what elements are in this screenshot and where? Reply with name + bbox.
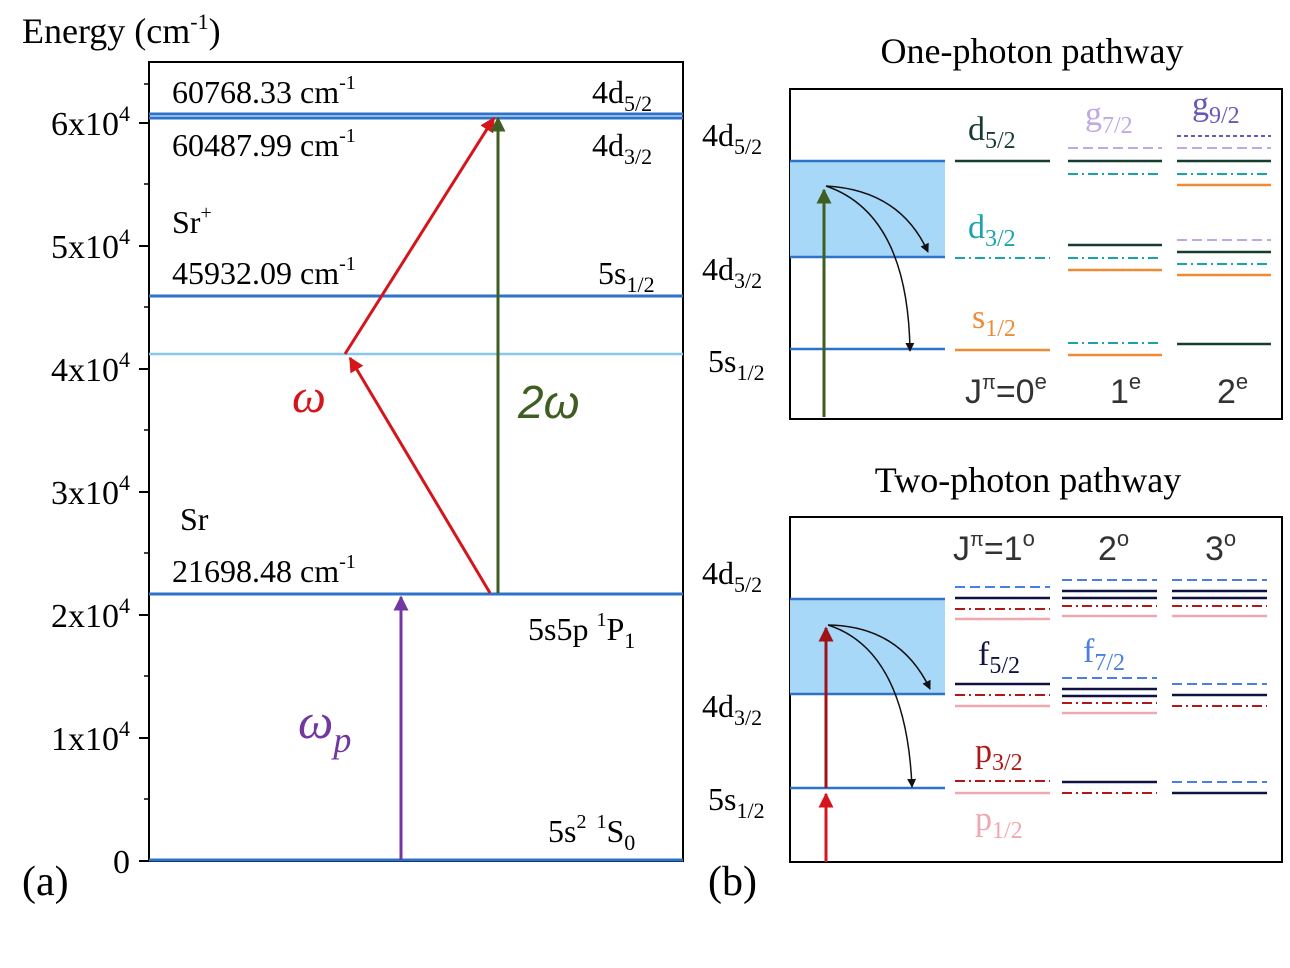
omega-arrow-2: [343, 116, 496, 355]
tick-label-0: 0: [113, 844, 130, 881]
panel-a-label: (a): [22, 859, 69, 905]
one-photon-curve-1: [825, 185, 929, 253]
omega-arrow-1: [348, 356, 492, 594]
two-photon-label-4d32: 4d3/2: [702, 688, 762, 730]
omega-p-label: ωp: [298, 693, 351, 760]
omega-label: ω: [292, 370, 326, 423]
tick-label-5: 5x104: [51, 224, 130, 266]
two-photon-continuum: [790, 599, 945, 694]
two-photon-label-5s: 5s1/2: [708, 781, 765, 823]
label-sr-ion: Sr+: [172, 202, 212, 240]
label-4d32-state: 4d3/2: [592, 127, 652, 169]
axis-title: Energy (cm-1): [22, 9, 221, 51]
panel-a: Energy (cm-1) 0 1x104 2x104 3x104 4x104: [22, 9, 684, 905]
two-label-f52: f5/2: [978, 636, 1020, 679]
one-photon-label-5s: 5s1/2: [708, 343, 765, 385]
label-4d52-state: 4d5/2: [592, 74, 652, 116]
two-photon-curve-2: [827, 624, 917, 788]
label-5s5p-state: 5s5p 1P1: [528, 609, 635, 653]
tick-label-1: 1x104: [51, 716, 130, 758]
one-label-d32: d3/2: [968, 209, 1016, 252]
two-photon-label-4d52: 4d5/2: [702, 555, 762, 597]
tick-label-2: 2x104: [51, 593, 130, 635]
minor-ticks: [144, 83, 149, 800]
label-5s12-state: 5s1/2: [598, 255, 655, 297]
one-label-s12: s1/2: [972, 299, 1016, 342]
two-photon-title: Two-photon pathway: [875, 460, 1181, 500]
one-label-d52: d5/2: [968, 111, 1016, 154]
one-label-g92: g9/2: [1192, 86, 1240, 129]
label-4d32-value: 60487.99 cm-1: [172, 125, 356, 163]
two-label-f72: f7/2: [1083, 633, 1125, 676]
tick-label-4: 4x104: [51, 347, 130, 389]
one-photon-curve-2: [825, 185, 915, 352]
label-5s5p-value: 21698.48 cm-1: [172, 551, 356, 589]
one-photon-box: One-photon pathway 4d5/2 4d3/2 5s1/2: [702, 31, 1283, 420]
one-label-j2: 2e: [1217, 369, 1248, 411]
one-photon-label-4d32: 4d3/2: [702, 251, 762, 293]
one-photon-continuum: [790, 161, 945, 257]
one-label-g72: g7/2: [1085, 96, 1133, 139]
label-5s12-value: 45932.09 cm-1: [172, 253, 356, 291]
tick-label-3: 3x104: [51, 470, 130, 512]
two-label-j1: Jπ=1o: [953, 526, 1035, 568]
one-label-j1: 1e: [1110, 369, 1141, 411]
two-label-p32: p3/2: [975, 733, 1023, 776]
panel-b-label: (b): [708, 859, 757, 905]
one-photon-label-4d52: 4d5/2: [702, 117, 762, 159]
label-4d52-value: 60768.33 cm-1: [172, 72, 356, 110]
major-ticks: [139, 122, 149, 862]
one-label-j0: Jπ=0e: [965, 369, 1047, 411]
two-photon-curve-1: [827, 624, 931, 690]
two-label-p12: p1/2: [975, 801, 1023, 844]
two-label-j2: 2o: [1098, 526, 1129, 568]
one-photon-title: One-photon pathway: [881, 31, 1184, 71]
two-label-j3: 3o: [1205, 526, 1236, 568]
panel-b: (b) One-photon pathway 4d5/2 4d3/2 5s1/2: [702, 31, 1283, 905]
label-sr-atom: Sr: [180, 501, 209, 537]
panel-a-frame: [148, 61, 684, 862]
two-omega-label: 2ω: [517, 376, 579, 428]
tick-label-6: 6x104: [51, 101, 130, 143]
two-photon-box: Two-photon pathway 4d5/2 4d3/2 5s1/2: [702, 460, 1283, 863]
